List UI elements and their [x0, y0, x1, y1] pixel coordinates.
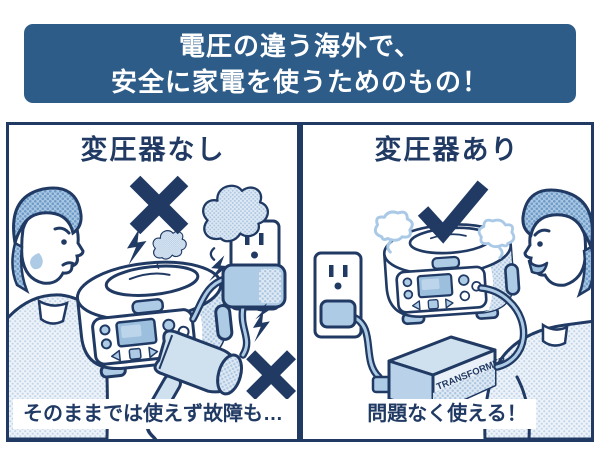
caption-right: 問題なく使える！: [357, 399, 537, 429]
x-mark-small-icon: [251, 355, 292, 396]
hair: [521, 188, 591, 252]
caption-left: そのままでは使えず故障も…: [13, 399, 293, 429]
happy-eyebrow: [533, 228, 551, 237]
transformer-box: TRANSFORMER: [371, 335, 508, 415]
eye: [537, 241, 543, 247]
wall-outlet: [313, 251, 383, 381]
power-cord: [477, 284, 528, 371]
header-line2: 安全に家電を使うためのもの！: [110, 67, 489, 97]
illustration-with-transformer: TRANSFORMER: [313, 125, 591, 439]
panel-without-transformer: 変圧器なし そのままでは使えず故障も…: [6, 122, 300, 442]
frown-mouth: [61, 261, 76, 267]
plug: [319, 299, 357, 329]
illustration-without-transformer: [9, 125, 297, 439]
plug-adapter: [189, 263, 287, 359]
eye: [61, 239, 67, 245]
header-banner: 電圧の違う海外で、 安全に家電を使うためのもの！: [24, 24, 576, 103]
panel-title-left: 変圧器なし: [80, 135, 226, 165]
sweat-drop-icon: [30, 253, 43, 270]
hair: [12, 186, 83, 244]
header-line1: 電圧の違う海外で、: [179, 31, 421, 61]
panel-title-right: 変圧器あり: [374, 135, 520, 165]
comparison-panels: 変圧器なし そのままでは使えず故障も…: [6, 122, 594, 442]
x-mark-icon: [135, 181, 183, 229]
smile-mouth: [527, 259, 549, 275]
worried-eyebrow: [53, 226, 71, 235]
panel-with-transformer: TRANSFORMER 変圧器あり 問題なく使える！: [300, 122, 594, 442]
